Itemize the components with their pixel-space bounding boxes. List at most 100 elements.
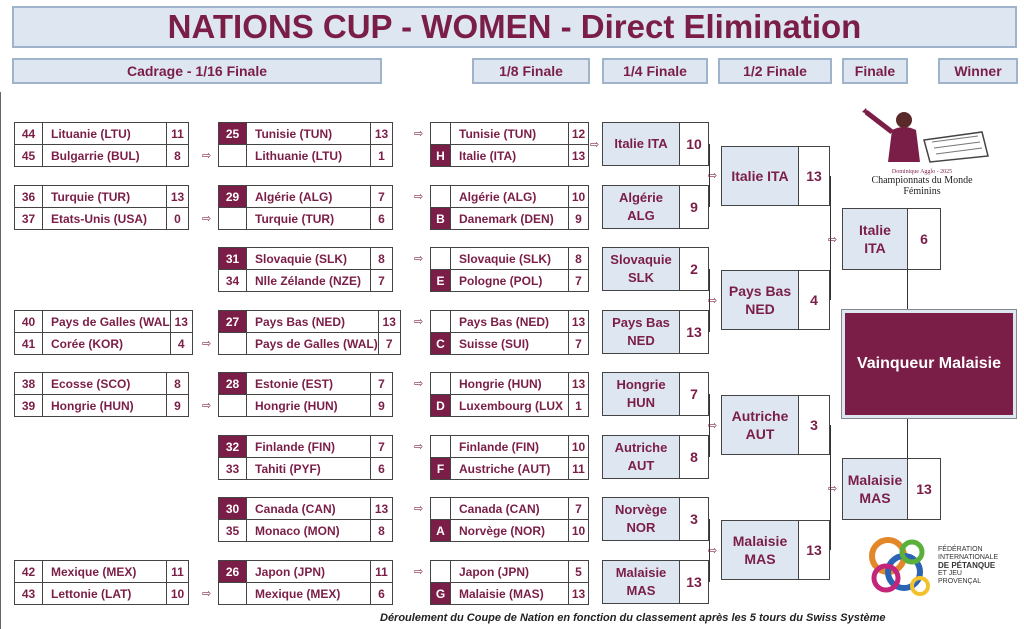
bracket-line	[907, 418, 908, 458]
sf-team-1: Italie ITA	[721, 146, 799, 206]
group-letter-cell: C	[430, 332, 451, 355]
score-cell: 8	[166, 144, 189, 167]
logo-title-text: Championnats du Monde	[871, 175, 973, 186]
score-cell: 10	[568, 185, 589, 208]
group-letter-cell: G	[430, 582, 451, 605]
table-row: Lithuanie (LTU)1	[218, 144, 393, 167]
score-cell: 11	[568, 457, 589, 480]
team-cell: Bulgarrie (BUL)	[42, 144, 167, 167]
sf-score-3: 3	[798, 395, 830, 455]
bracket-line	[709, 519, 710, 582]
team-cell: Mexique (MEX)	[42, 560, 167, 583]
seed-cell: 36	[14, 185, 43, 208]
advance-arrow-icon: ⇨	[414, 253, 424, 265]
score-cell: 5	[568, 560, 589, 583]
team-code: SLK	[627, 270, 654, 285]
federation-line: DE PÉTANQUE	[938, 561, 996, 570]
table-row: Canada (CAN)7	[430, 497, 589, 520]
advance-arrow-icon: ⇨	[414, 191, 424, 203]
sf-score-1: 13	[798, 146, 830, 206]
advance-arrow-icon: ⇨	[414, 441, 424, 453]
sf-score-4: 13	[798, 520, 830, 580]
score-cell: 7	[568, 269, 589, 292]
qf-team-1: Italie ITA	[602, 122, 680, 166]
group-cell	[430, 122, 451, 145]
score-cell: 13	[568, 582, 589, 605]
team-code: AUT	[745, 426, 775, 442]
score-cell: 13	[370, 122, 393, 145]
score-cell: 12	[568, 122, 589, 145]
score-cell: 9	[370, 394, 393, 417]
advance-arrow-icon: ⇨	[414, 316, 424, 328]
team-cell: Ecosse (SCO)	[42, 372, 167, 395]
team-cell: Danemark (DEN)	[450, 207, 569, 230]
team-cell: Corée (KOR)	[42, 332, 171, 355]
seed-cell: 33	[218, 457, 247, 480]
group-cell	[430, 247, 451, 270]
team-code: HUN	[626, 395, 656, 410]
qf-score-6: 8	[679, 435, 709, 479]
team-cell: Hongrie (HUN)	[246, 394, 371, 417]
table-row: Japon (JPN)5	[430, 560, 589, 583]
team-code: ALG	[627, 208, 655, 223]
team-cell: Turquie (TUR)	[42, 185, 167, 208]
score-cell: 6	[370, 457, 393, 480]
team-cell: Suisse (SUI)	[450, 332, 569, 355]
team-code: NED	[745, 301, 775, 317]
team-code: MAS	[744, 551, 776, 567]
group-cell	[430, 185, 451, 208]
group-letter-cell: D	[430, 394, 451, 417]
team-cell: Hongrie (HUN)	[42, 394, 167, 417]
advance-arrow-icon: ⇨	[414, 128, 424, 140]
advance-arrow-icon: ⇨	[708, 170, 718, 182]
player-silhouette-icon	[862, 108, 989, 163]
bracket-line	[830, 176, 831, 300]
score-cell: 0	[166, 207, 189, 230]
seed-cell: 30	[218, 497, 247, 520]
seed-cell	[218, 207, 247, 230]
score-cell: 13	[568, 310, 589, 333]
qf-score-8: 13	[679, 560, 709, 604]
seed-cell: 40	[14, 310, 43, 333]
seed-cell: 44	[14, 122, 43, 145]
group-letter-cell: B	[430, 207, 451, 230]
team-name: Hongrie	[616, 377, 666, 392]
score-cell: 8	[370, 519, 393, 542]
team-cell: Norvège (NOR)	[450, 519, 569, 542]
qf-score-3: 2	[679, 247, 709, 291]
table-row: Tunisie (TUN)12	[430, 122, 589, 145]
qf-score-5: 7	[679, 372, 709, 416]
advance-arrow-icon: ⇨	[590, 139, 600, 151]
score-cell: 7	[370, 435, 393, 458]
seed-cell: 45	[14, 144, 43, 167]
seed-cell: 34	[218, 269, 247, 292]
team-cell: Slovaquie (SLK)	[450, 247, 569, 270]
team-cell: Finlande (FIN)	[450, 435, 569, 458]
championship-logo: Dominique Agglo - 2025 Championnats du M…	[852, 100, 992, 197]
team-name: Malaisie	[615, 565, 667, 580]
score-cell: 7	[377, 332, 401, 355]
team-cell: Algérie (ALG)	[450, 185, 569, 208]
team-cell: Italie (ITA)	[450, 144, 569, 167]
team-cell: Hongrie (HUN)	[450, 372, 569, 395]
